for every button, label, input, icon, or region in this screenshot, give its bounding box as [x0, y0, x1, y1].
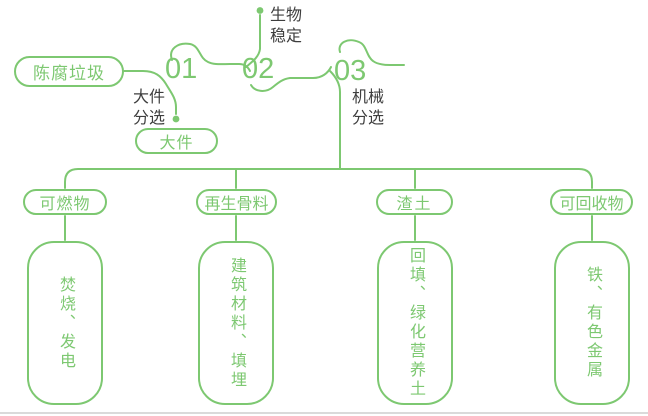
category-node-recycled-aggregate: 再生骨料	[196, 189, 277, 215]
step01-label: 大件 分选	[133, 89, 166, 127]
step02-label: 生物 稳定	[270, 7, 303, 45]
uses-box-combustibles: 焚烧、发电	[27, 241, 103, 405]
category-node-combustibles: 可燃物	[23, 189, 107, 215]
mech-branch-line	[329, 70, 341, 170]
step-number-02: 02	[242, 53, 275, 85]
uses-box-recycled-aggregate: 建筑材料、填埋	[198, 241, 274, 405]
bio-branch-dot	[256, 7, 264, 14]
uses-text: 焚烧、发电	[57, 275, 74, 371]
source-label: 陈腐垃圾	[33, 64, 105, 83]
line-step03-out	[338, 39, 405, 66]
bottom-divider	[0, 412, 648, 414]
category-node-recyclables: 可回收物	[550, 189, 633, 215]
line-source-to-bulky-branch	[123, 70, 177, 115]
step-number-01: 01	[165, 53, 198, 85]
category-node-muck: 渣土	[376, 189, 453, 215]
line-step01-to-step02	[170, 42, 251, 72]
step03-label: 机械 分选	[352, 89, 385, 127]
category-label: 渣土	[396, 196, 433, 213]
category-label: 再生骨料	[204, 196, 269, 213]
category-label: 可回收物	[559, 196, 624, 213]
bulky-output-node: 大件	[135, 128, 218, 154]
category-label: 可燃物	[39, 196, 91, 213]
bulky-output-label: 大件	[159, 135, 194, 152]
distribution-bar	[64, 168, 593, 189]
uses-box-muck: 回填、绿化营养土	[377, 241, 453, 405]
bio-branch-line	[245, 14, 261, 68]
uses-text: 建筑材料、填埋	[228, 256, 245, 390]
step-number-03: 03	[334, 55, 367, 87]
uses-box-recyclables: 铁、有色金属	[554, 241, 630, 405]
uses-text: 铁、有色金属	[584, 266, 601, 380]
bulky-branch-dot	[172, 115, 180, 123]
uses-text: 回填、绿化营养土	[407, 247, 424, 399]
line-step02-to-step03	[250, 66, 332, 92]
source-node: 陈腐垃圾	[14, 56, 124, 87]
